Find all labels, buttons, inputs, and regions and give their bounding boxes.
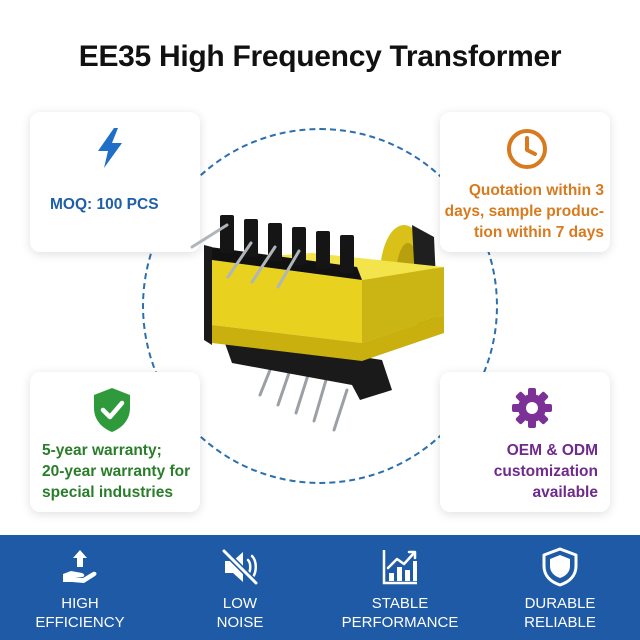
oem-line-1: OEM & ODM — [506, 442, 598, 459]
transformer-product-image — [190, 215, 444, 432]
shield-outline-icon — [542, 547, 578, 587]
bar-chart-trend-icon — [382, 550, 417, 585]
feature-low-noise: LOW NOISE — [160, 535, 320, 640]
hand-arrow-up-icon — [63, 550, 97, 583]
quotation-line-3: tion within 7 days — [473, 224, 604, 241]
clock-icon — [507, 129, 547, 169]
features-band: HIGH EFFICIENCY LOW NOISE STABLE P — [0, 535, 640, 640]
feature-label-line1: LOW — [222, 595, 258, 612]
quotation-line-1: Quotation within 3 — [468, 182, 604, 199]
warranty-card: 5-year warranty; 20-year warranty for sp… — [30, 372, 200, 512]
feature-label-line2: NOISE — [216, 614, 264, 631]
oem-line-3: available — [532, 484, 599, 501]
feature-label-line2: RELIABLE — [524, 614, 596, 631]
shield-check-icon — [94, 388, 130, 432]
feature-high-efficiency: HIGH EFFICIENCY — [0, 535, 160, 640]
feature-durable-reliable: DURABLE RELIABLE — [480, 535, 640, 640]
moq-text: MOQ: 100 PCS — [50, 196, 159, 213]
quotation-card: Quotation within 3 days, sample produc- … — [440, 112, 610, 252]
moq-card: MOQ: 100 PCS — [30, 112, 200, 252]
warranty-line-3: special industries — [42, 484, 173, 501]
oem-line-2: customization — [493, 463, 598, 480]
warranty-line-1: 5-year warranty; — [42, 442, 162, 459]
gear-icon — [512, 388, 552, 428]
feature-stable-performance: STABLE PERFORMANCE — [320, 535, 480, 640]
feature-label-line2: PERFORMANCE — [341, 614, 459, 631]
speaker-mute-icon — [221, 548, 259, 586]
feature-label-line1: STABLE — [371, 595, 429, 612]
oem-card: OEM & ODM customization available — [440, 372, 610, 512]
feature-label-line1: HIGH — [61, 595, 99, 612]
dashed-circle-decoration — [142, 128, 498, 484]
warranty-line-2: 20-year warranty for — [42, 463, 191, 480]
quotation-line-2: days, sample produc- — [444, 203, 604, 220]
feature-label-line1: DURABLE — [524, 595, 596, 612]
page-title: EE35 High Frequency Transformer — [78, 40, 562, 73]
lightning-bolt-icon — [98, 128, 122, 168]
feature-label-line2: EFFICIENCY — [35, 614, 125, 631]
